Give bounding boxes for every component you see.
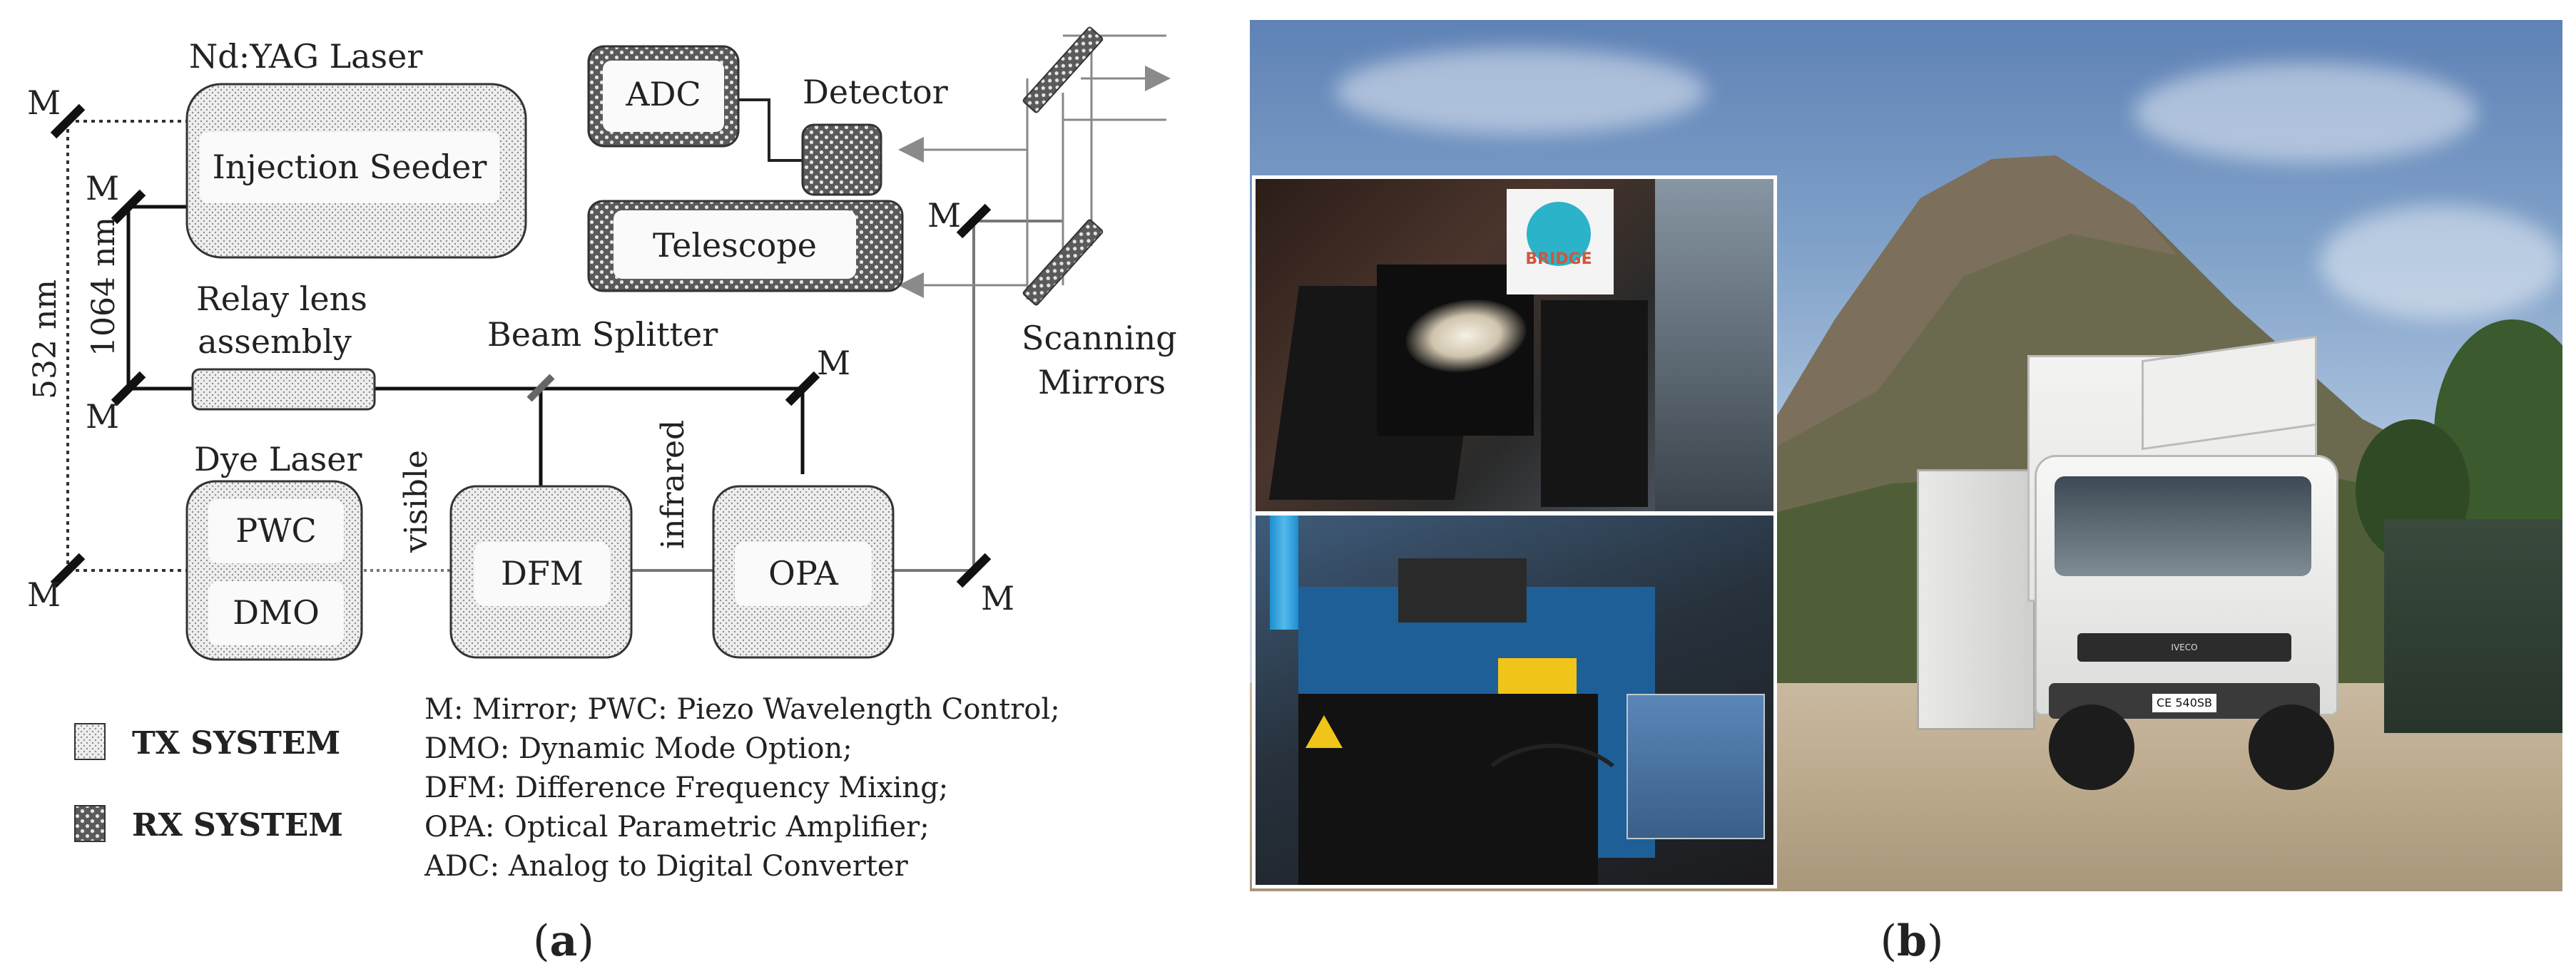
abbreviation-line: DMO: Dynamic Mode Option; <box>424 732 852 765</box>
adc-label: ADC <box>625 75 701 113</box>
opa-label: OPA <box>768 554 838 593</box>
beam-532nm-label: 532 nm <box>27 280 63 399</box>
beam-opa-to-scanner <box>893 220 1063 572</box>
relay-lens-label-line2: assembly <box>198 322 352 361</box>
panel-a-caption: (a) <box>533 916 594 966</box>
legend-tx-label: TX SYSTEM <box>132 725 340 762</box>
mirror-1064-top <box>111 189 146 225</box>
beam-splitter-label: Beam Splitter <box>487 315 718 354</box>
blue-tube <box>1270 516 1298 630</box>
mirror-label: M <box>981 579 1014 617</box>
dfm-box <box>449 485 633 659</box>
truck-wheel-left <box>2049 704 2134 790</box>
truck-brand-badge: IVECO <box>2171 642 2198 652</box>
mirrors <box>50 103 992 588</box>
mirror-label: M <box>817 344 850 382</box>
injection-seeder-label: Injection Seeder <box>213 148 487 186</box>
mirror-label: M <box>927 196 961 235</box>
laser-warning-label <box>1498 658 1577 694</box>
mirror-scanner-in <box>956 203 992 239</box>
beam-visible-label: visible <box>398 450 434 553</box>
detector-box <box>801 123 882 196</box>
scanning-mirror-plates <box>1022 26 1104 306</box>
legend-rx-swatch <box>74 805 106 842</box>
mirror-top-left <box>50 103 86 139</box>
abbreviation-line: ADC: Analog to Digital Converter <box>424 850 909 883</box>
truck-windshield <box>2055 476 2311 576</box>
legend: TX SYSTEM RX SYSTEM <box>74 723 343 844</box>
inset-telescope-interior: BRIDGE <box>1252 175 1777 515</box>
scanning-mirrors-label-line2: Mirrors <box>1038 363 1166 401</box>
scanning-mirrors-label-line1: Scanning <box>1022 319 1177 357</box>
lidar-schematic-diagram: Nd:YAG Laser Injection Seeder ADC Detect… <box>27 26 1177 966</box>
abbreviation-line: M: Mirror; PWC: Piezo Wavelength Control… <box>424 693 1060 726</box>
legend-tx-swatch <box>74 723 106 760</box>
dye-laser-box <box>185 480 363 661</box>
lidar-truck-photo: IVECO CE 540SB BRIDGE <box>1250 20 2562 891</box>
dye-laser-label: Dye Laser <box>194 440 362 478</box>
truck-license-plate: CE 540SB <box>2152 694 2216 712</box>
pwc-label: PWC <box>235 511 316 550</box>
adc-box <box>587 45 740 148</box>
beam-1064nm-label: 1064 nm <box>86 217 122 357</box>
panel-b-caption: (b) <box>1880 916 1944 966</box>
mirror-1064-bottom <box>111 371 146 406</box>
mirror-label: M <box>27 575 61 614</box>
relay-lens-label-line1: Relay lens <box>196 280 367 318</box>
adc-to-detector-line <box>738 98 803 162</box>
nd-yag-laser-box <box>185 83 527 259</box>
abbreviation-line: DFM: Difference Frequency Mixing; <box>424 772 948 804</box>
abbreviation-line: OPA: Optical Parametric Amplifier; <box>424 811 930 844</box>
camouflage-tent <box>2384 519 2562 733</box>
dfm-label: DFM <box>501 554 584 593</box>
bridge-mascot <box>1527 202 1591 266</box>
mirror-bottom-left <box>50 553 86 588</box>
mirror-label: M <box>86 397 119 436</box>
telescope-label: Telescope <box>653 226 817 265</box>
mirror-right-1064 <box>785 371 820 406</box>
truck-wheel-right <box>2249 704 2334 790</box>
beam-infrared-label: infrared <box>655 420 691 549</box>
truck-open-door <box>1917 469 2035 730</box>
opa-box <box>712 485 895 659</box>
detector-label: Detector <box>803 73 948 111</box>
abbreviation-list: M: Mirror; PWC: Piezo Wavelength Control… <box>424 693 1060 883</box>
truck-grille <box>2077 633 2291 662</box>
legend-rx-label: RX SYSTEM <box>132 807 343 844</box>
laser-warning-sign <box>1305 715 1343 748</box>
dmo-label: DMO <box>233 593 320 632</box>
mirror-opa-out <box>956 553 992 588</box>
relay-lens-box <box>191 368 376 411</box>
nd-yag-laser-label: Nd:YAG Laser <box>189 37 422 76</box>
bridge-poster-text: BRIDGE <box>1525 250 1592 268</box>
controller-unit <box>1626 694 1765 839</box>
mirror-label: M <box>86 169 119 207</box>
mirror-label: M <box>27 83 61 122</box>
beam-splitter-plate <box>526 374 555 402</box>
telescope-box <box>587 200 904 292</box>
inset-laser-hardware <box>1252 512 1777 888</box>
